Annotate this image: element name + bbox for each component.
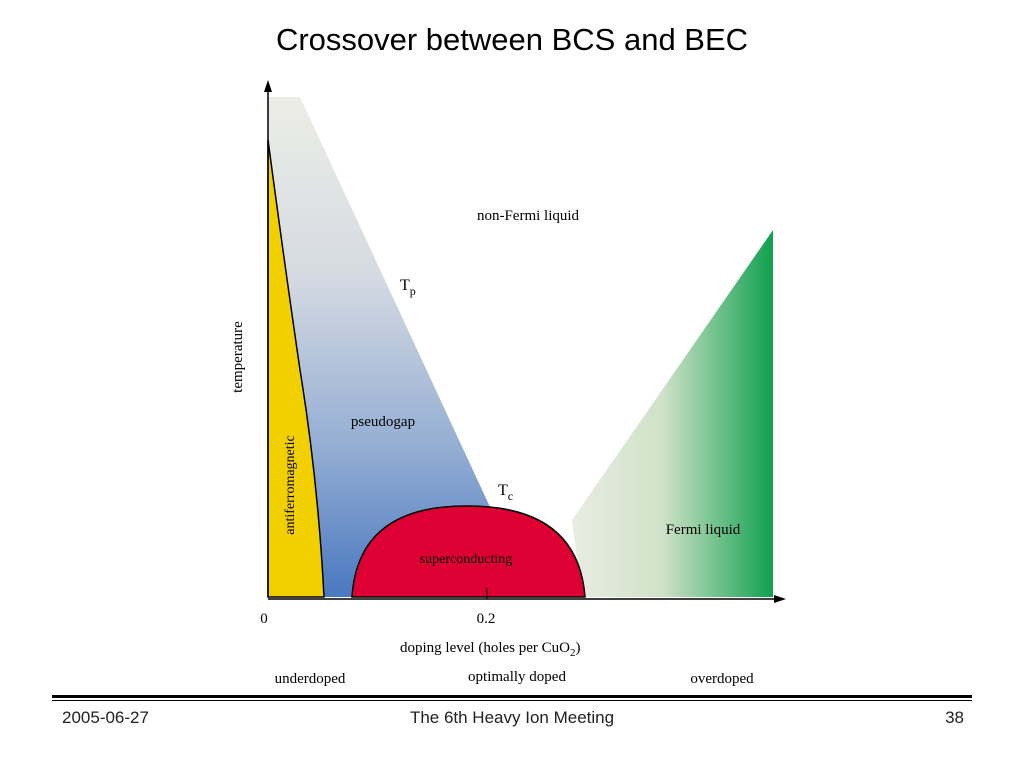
slide-title: Crossover between BCS and BEC [275,22,749,57]
superconducting-dome [351,505,586,598]
footer-page-number: 38 [945,708,964,727]
tc-label-sub: c [508,489,513,503]
x-axis-label: doping level (holes per CuO2) [400,640,580,659]
fermi-liquid-label: Fermi liquid [666,522,741,538]
tc-label: Tc [498,482,513,503]
pseudogap-region [268,97,490,597]
superconducting-label: superconducting [420,552,513,567]
tp-label: Tp [400,277,416,298]
afm-label: antiferromagnetic [283,435,298,535]
y-axis-arrow [264,80,272,92]
afm-region [267,139,325,598]
x-axis-label-end: ) [575,640,580,656]
footer-date: 2005-06-27 [62,708,149,727]
underdoped-label: underdoped [275,671,346,687]
x-axis-label-sub: 2 [570,647,576,659]
tp-label-sub: p [410,284,416,298]
x-axis-label-main: doping level (holes per CuO [400,640,570,656]
footer-divider-thick [52,695,972,698]
x-axis-arrow [774,595,786,603]
fermi-liquid-region [572,230,773,597]
footer-divider-thin [52,700,972,701]
optimally-doped-label: optimally doped [468,669,566,685]
pseudogap-label: pseudogap [351,414,415,430]
y-axis-label: temperature [230,321,246,393]
overdoped-label: overdoped [690,671,754,687]
tc-label-main: T [498,482,508,499]
tp-label-main: T [400,277,410,294]
x-tick-0-2: 0.2 [477,611,496,627]
x-tick-0: 0 [260,611,268,627]
footer-event: The 6th Heavy Ion Meeting [409,708,615,727]
non-fermi-liquid-label: non-Fermi liquid [477,208,580,224]
